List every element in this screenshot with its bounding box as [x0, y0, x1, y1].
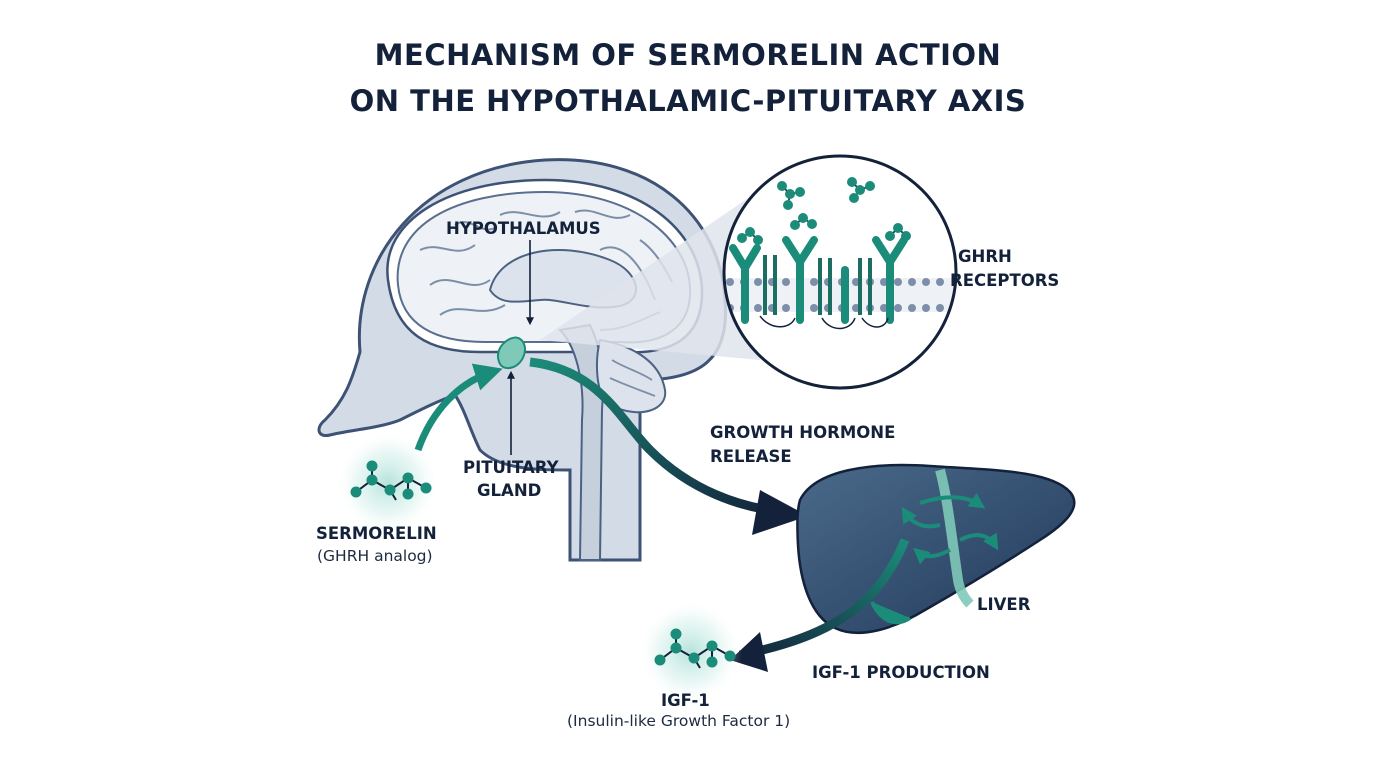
pituitary-label-line-2: GLAND: [477, 481, 542, 500]
sermorelin-to-pituitary-arrow: [414, 363, 503, 452]
ghrh-label-line-2: RECEPTORS: [950, 271, 1060, 290]
sermorelin-sublabel: (GHRH analog): [317, 547, 433, 565]
igf1-sublabel: (Insulin-like Growth Factor 1): [567, 712, 791, 730]
sermorelin-label: SERMORELIN: [316, 524, 437, 543]
molecule-dots-zoom: [737, 177, 911, 245]
growth-hormone-label-line-1: GROWTH HORMONE: [710, 423, 896, 442]
pituitary-gland-shape: [496, 336, 526, 370]
hypothalamus-label: HYPOTHALAMUS: [446, 219, 601, 238]
zoom-cone: [540, 190, 760, 360]
growth-hormone-arrowhead: [752, 490, 808, 535]
igf1-label: IGF-1: [661, 691, 710, 710]
diagram-title-line-1: MECHANISM OF SERMORELIN ACTION: [374, 38, 1002, 72]
growth-hormone-release-arrow: [529, 357, 786, 517]
diagram-title-line-2: ON THE HYPOTHALAMIC-PITUITARY AXIS: [349, 84, 1027, 118]
ghrh-label-line-1: GHRH: [958, 247, 1012, 266]
ghrh-receptor-zoom: [722, 154, 958, 390]
igf1-production-label: IGF-1 PRODUCTION: [812, 663, 990, 682]
liver-label: LIVER: [977, 595, 1031, 614]
sermorelin-molecule-icon: [336, 431, 440, 535]
igf1-molecule-icon: [638, 600, 742, 704]
growth-hormone-label-line-2: RELEASE: [710, 447, 792, 466]
liver: [796, 463, 1076, 635]
igf1-production-arrow: [739, 538, 910, 660]
pituitary-label-line-1: PITUITARY: [463, 458, 559, 477]
